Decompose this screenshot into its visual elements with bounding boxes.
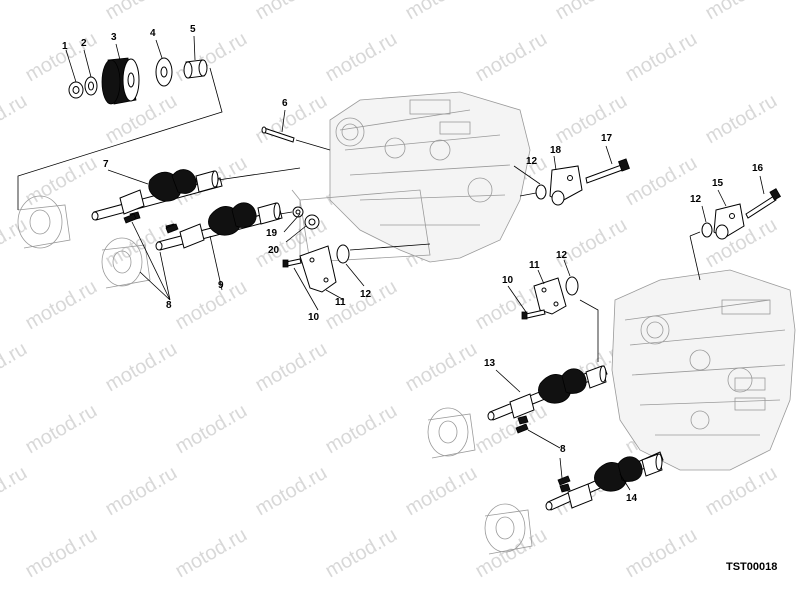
belt-pulley-outline-right-top bbox=[427, 407, 476, 459]
callout-12: 12 bbox=[360, 289, 372, 300]
watermark-text: motod.ru bbox=[322, 276, 401, 335]
watermark-text: motod.ru bbox=[172, 276, 251, 335]
key-part-8-a bbox=[123, 213, 137, 224]
gear-part-3 bbox=[101, 57, 140, 105]
callout-19: 19 bbox=[266, 228, 278, 239]
dowel-pin-part-6 bbox=[261, 126, 295, 143]
cylinder-head-lower-outline bbox=[611, 269, 796, 471]
watermark-text: motod.ru bbox=[472, 524, 551, 583]
watermark-text: motod.ru bbox=[402, 462, 481, 521]
cover-plate-part-11-upper bbox=[299, 245, 337, 293]
callout-20: 20 bbox=[268, 245, 280, 256]
watermark-text: motod.ru bbox=[172, 400, 251, 459]
callout-12-c: 12 bbox=[690, 194, 702, 205]
watermark-text: motod.ru bbox=[102, 338, 181, 397]
watermark-text: motod.ru bbox=[622, 28, 701, 87]
callout-2: 2 bbox=[81, 38, 87, 49]
callout-8: 8 bbox=[166, 300, 172, 311]
watermark-text: motod.ru bbox=[552, 214, 631, 273]
watermark-text: motod.ru bbox=[0, 462, 31, 521]
watermark-text: motod.ru bbox=[0, 0, 31, 24]
watermark-text: motod.ru bbox=[322, 400, 401, 459]
plug-part-20 bbox=[304, 214, 320, 230]
watermark-text: motod.ru bbox=[702, 90, 781, 149]
watermark-text: motod.ru bbox=[22, 524, 101, 583]
callout-11: 11 bbox=[335, 297, 346, 308]
bolt-part-10-lower bbox=[521, 309, 546, 320]
key-part-8-d bbox=[557, 475, 571, 486]
camshaft-part-7 bbox=[91, 169, 223, 221]
callout-10-b: 10 bbox=[502, 275, 514, 286]
callout-17: 17 bbox=[601, 133, 613, 144]
watermark-text: motod.ru bbox=[552, 90, 631, 149]
watermark-text: motod.ru bbox=[252, 338, 331, 397]
callout-12-d: 12 bbox=[556, 250, 568, 261]
watermark-text: motod.ru bbox=[102, 0, 181, 24]
oring-part-12-lower bbox=[565, 276, 579, 296]
bracket-part-15 bbox=[713, 203, 745, 240]
watermark-text: motod.ru bbox=[322, 28, 401, 87]
callout-1: 1 bbox=[62, 41, 68, 52]
watermark-text: motod.ru bbox=[0, 338, 31, 397]
watermark-text: motod.ru bbox=[0, 90, 31, 149]
watermark-text: motod.ru bbox=[472, 28, 551, 87]
watermark-text: motod.ru bbox=[22, 152, 101, 211]
watermark-text: motod.ru bbox=[702, 462, 781, 521]
watermark-text: motod.ru bbox=[172, 28, 251, 87]
oring-part-12-far-right bbox=[701, 222, 713, 238]
belt-pulley-outline-left-top bbox=[17, 195, 71, 249]
belt-pulley-outline-right-bottom bbox=[484, 503, 533, 555]
bracket-part-18 bbox=[549, 165, 583, 206]
callout-7: 7 bbox=[103, 159, 109, 170]
callout-13: 13 bbox=[484, 358, 496, 369]
key-part-8-c bbox=[515, 423, 529, 434]
callout-3: 3 bbox=[111, 32, 117, 43]
camshaft-part-14 bbox=[545, 451, 664, 511]
watermark-text: motod.ru bbox=[252, 462, 331, 521]
watermark-text: motod.ru bbox=[252, 0, 331, 24]
watermark-text: motod.ru bbox=[402, 338, 481, 397]
callout-15: 15 bbox=[712, 178, 724, 189]
watermark-text: motod.ru bbox=[402, 0, 481, 24]
watermark-text: motod.ru bbox=[0, 214, 31, 273]
callout-5: 5 bbox=[190, 24, 196, 35]
callout-14: 14 bbox=[626, 493, 638, 504]
spacer-disc-part-4 bbox=[155, 57, 173, 87]
watermark-text: motod.ru bbox=[172, 524, 251, 583]
watermark-text: motod.ru bbox=[322, 524, 401, 583]
cover-plate-part-11-lower bbox=[533, 277, 567, 315]
part-callouts: 1 2 3 4 5 6 7 8 9 19 20 10 11 12 12 18 1… bbox=[62, 24, 764, 504]
callout-16: 16 bbox=[752, 163, 764, 174]
callout-12-b: 12 bbox=[526, 156, 538, 167]
watermark-text: motod.ru bbox=[702, 0, 781, 24]
belt-pulley-outline-left-bottom bbox=[101, 237, 151, 289]
leader-lines bbox=[17, 35, 765, 491]
callout-18: 18 bbox=[550, 145, 562, 156]
bolt-part-17 bbox=[585, 158, 630, 184]
sleeve-part-5 bbox=[183, 59, 208, 79]
key-part-8-b bbox=[165, 223, 179, 234]
callout-4: 4 bbox=[150, 28, 156, 39]
oring-part-12-upper bbox=[336, 244, 350, 264]
watermark-text: motod.ru bbox=[622, 524, 701, 583]
bolt-part-16 bbox=[745, 188, 782, 219]
callout-8-b: 8 bbox=[560, 444, 566, 455]
diagram-reference-code: TST00018 bbox=[726, 561, 777, 573]
watermark-text: motod.ru bbox=[102, 462, 181, 521]
callout-9: 9 bbox=[218, 280, 224, 291]
callout-6: 6 bbox=[282, 98, 288, 109]
callout-11-b: 11 bbox=[529, 260, 540, 271]
oring-part-12-top-right bbox=[535, 184, 547, 200]
watermark-text: motod.ru bbox=[552, 0, 631, 24]
callout-10: 10 bbox=[308, 312, 320, 323]
watermark-text: motod.ru bbox=[622, 152, 701, 211]
watermark-text: motod.ru bbox=[22, 276, 101, 335]
watermark-text: motod.ru bbox=[22, 400, 101, 459]
camshaft-part-13 bbox=[487, 365, 608, 425]
bolt-part-10-upper bbox=[282, 258, 302, 268]
cylinder-head-upper-outline bbox=[291, 91, 531, 263]
